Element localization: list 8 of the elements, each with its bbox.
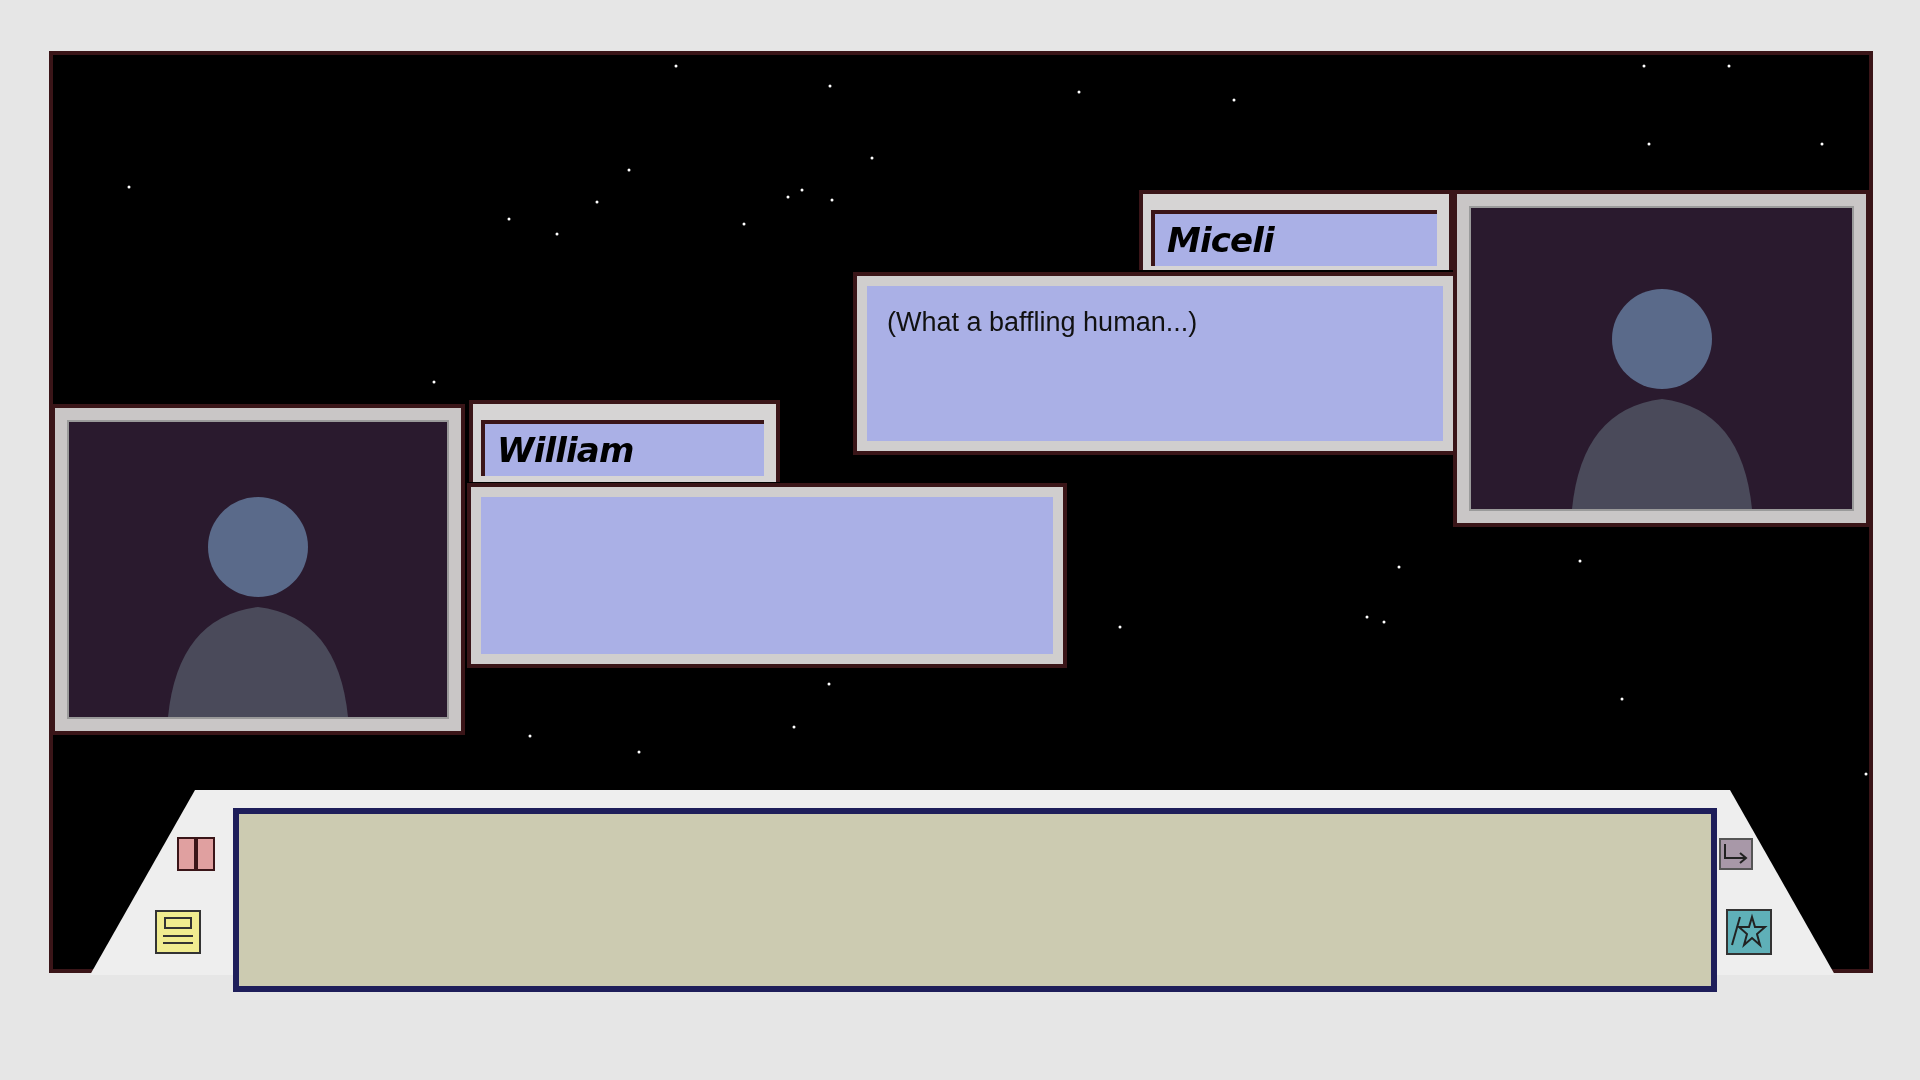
speaker-name: William bbox=[481, 420, 764, 476]
dialogue-text: (What a baffling human...) bbox=[887, 307, 1198, 337]
portrait-frame bbox=[51, 404, 465, 735]
message-box bbox=[233, 808, 1717, 992]
speaker-name: Miceli bbox=[1151, 210, 1437, 266]
name-tab bbox=[1139, 190, 1453, 270]
name-tab bbox=[469, 400, 780, 482]
portrait-frame bbox=[1453, 190, 1870, 527]
